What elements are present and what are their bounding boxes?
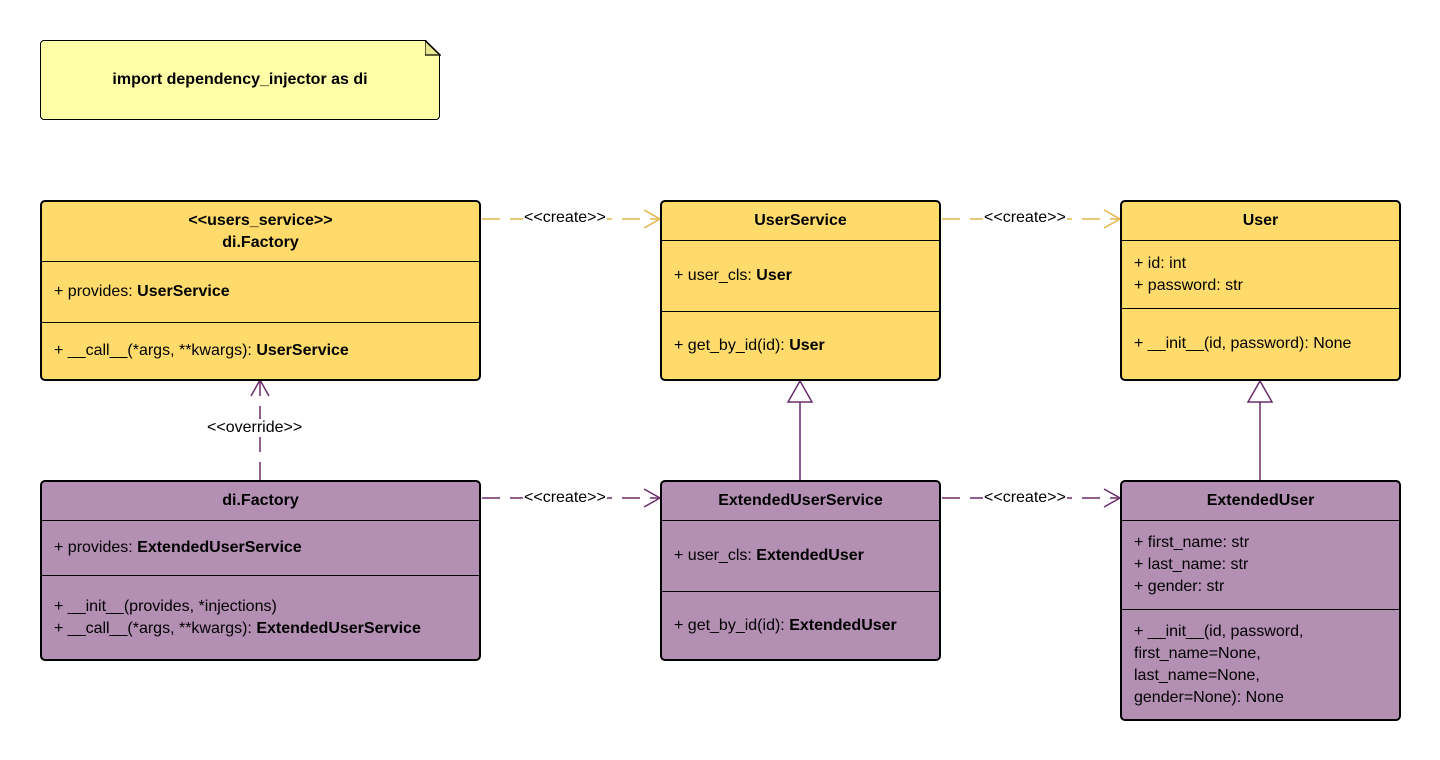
- method-row: + get_by_id(id): ExtendedUser: [674, 616, 897, 634]
- class-name: ExtendedUserService: [718, 492, 883, 509]
- attributes-section: + provides: ExtendedUserService: [42, 520, 479, 575]
- class-stereotype: <<users_service>>: [188, 211, 333, 229]
- attributes-section: + first_name: str + last_name: str + gen…: [1122, 520, 1399, 609]
- method-row: + __call__(*args, **kwargs): UserService: [54, 342, 349, 359]
- create-label: <<create>>: [523, 489, 607, 507]
- class-user-service[interactable]: UserService + user_cls: User + get_by_id…: [660, 200, 941, 381]
- class-extended-user-service[interactable]: ExtendedUserService + user_cls: Extended…: [660, 480, 941, 661]
- method-row: + __init__(provides, *injections): [54, 597, 277, 615]
- class-extended-user[interactable]: ExtendedUser + first_name: str + last_na…: [1120, 480, 1401, 721]
- class-header: ExtendedUser: [1122, 482, 1399, 520]
- class-name: User: [1242, 212, 1279, 229]
- attribute-row: + id: int: [1134, 254, 1187, 272]
- create-label: <<create>>: [983, 489, 1067, 507]
- method-row: + __init__(id, password): None: [1134, 335, 1352, 352]
- class-name: di.Factory: [222, 492, 299, 509]
- method-row: gender=None): None: [1134, 688, 1284, 706]
- methods-section: + __init__(id, password, first_name=None…: [1122, 609, 1399, 719]
- class-header: <<users_service>> di.Factory: [42, 202, 479, 261]
- inheritance-arrow-extuser: [1246, 379, 1274, 480]
- attribute-row: + password: str: [1134, 276, 1243, 294]
- attribute-row: + gender: str: [1134, 578, 1225, 595]
- methods-section: + get_by_id(id): ExtendedUser: [662, 591, 939, 659]
- methods-section: + __init__(provides, *injections) + __ca…: [42, 575, 479, 659]
- attribute-row: + provides: ExtendedUserService: [54, 539, 302, 556]
- methods-section: + __call__(*args, **kwargs): UserService: [42, 322, 479, 379]
- inheritance-arrow-extuserservice: [786, 379, 814, 480]
- attribute-row: + provides: UserService: [54, 283, 230, 300]
- override-label: <<override>>: [206, 419, 304, 437]
- attribute-row: + user_cls: ExtendedUser: [674, 547, 864, 564]
- class-user[interactable]: User + id: int + password: str + __init_…: [1120, 200, 1401, 381]
- class-header: di.Factory: [42, 482, 479, 520]
- attributes-section: + id: int + password: str: [1122, 240, 1399, 308]
- methods-section: + get_by_id(id): User: [662, 311, 939, 379]
- class-name: UserService: [754, 212, 847, 229]
- attribute-row: + user_cls: User: [674, 267, 792, 284]
- class-users-service-factory[interactable]: <<users_service>> di.Factory + provides:…: [40, 200, 481, 381]
- method-row: + __init__(id, password,: [1134, 622, 1304, 640]
- attributes-section: + user_cls: User: [662, 240, 939, 311]
- class-name: di.Factory: [222, 233, 299, 251]
- attributes-section: + provides: UserService: [42, 261, 479, 322]
- create-label: <<create>>: [983, 209, 1067, 227]
- class-extended-factory[interactable]: di.Factory + provides: ExtendedUserServi…: [40, 480, 481, 661]
- class-header: ExtendedUserService: [662, 482, 939, 520]
- attribute-row: + first_name: str: [1134, 534, 1250, 551]
- create-label: <<create>>: [523, 209, 607, 227]
- method-row: + get_by_id(id): User: [674, 336, 825, 354]
- attribute-row: + last_name: str: [1134, 556, 1249, 573]
- class-name: ExtendedUser: [1206, 492, 1315, 509]
- method-row: last_name=None,: [1134, 666, 1260, 684]
- methods-section: + __init__(id, password): None: [1122, 308, 1399, 379]
- import-note-text: import dependency_injector as di: [112, 71, 368, 88]
- class-header: User: [1122, 202, 1399, 240]
- method-row: + __call__(*args, **kwargs): ExtendedUse…: [54, 619, 421, 637]
- note-fold-corner: [425, 40, 441, 56]
- attributes-section: + user_cls: ExtendedUser: [662, 520, 939, 591]
- import-note: import dependency_injector as di: [40, 40, 440, 120]
- method-row: first_name=None,: [1134, 644, 1261, 662]
- class-header: UserService: [662, 202, 939, 240]
